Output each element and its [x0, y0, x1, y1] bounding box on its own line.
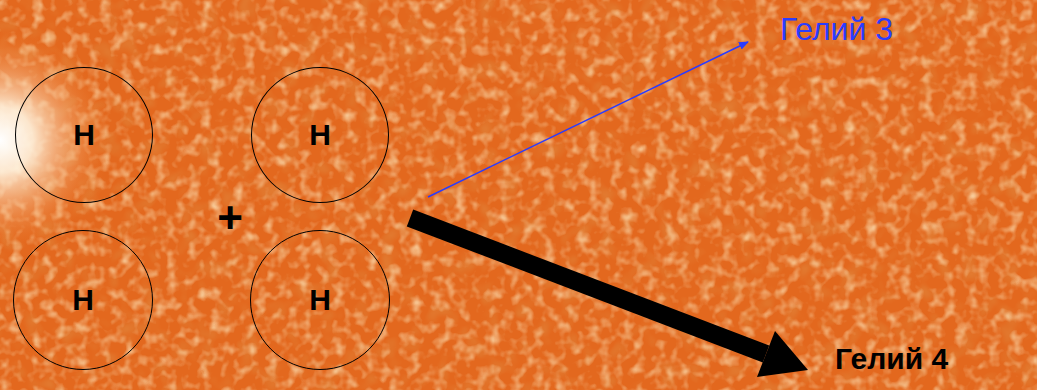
atom-circle: H: [251, 67, 389, 203]
helium4-arrow-head: [757, 331, 808, 377]
atom-label: H: [73, 118, 95, 152]
product-label: Гелий 3: [780, 12, 893, 47]
atom-circle: H: [15, 67, 153, 203]
atom-label: H: [309, 118, 331, 152]
helium4-arrow-shaft: [410, 218, 766, 354]
plus-sign: +: [217, 194, 243, 242]
product-label: Гелий 4: [835, 342, 948, 375]
atom-circle: H: [250, 230, 390, 370]
atom-label: H: [72, 283, 94, 317]
atom-circle: H: [13, 230, 153, 370]
helium3-arrow: [428, 42, 748, 197]
atom-label: H: [309, 283, 331, 317]
